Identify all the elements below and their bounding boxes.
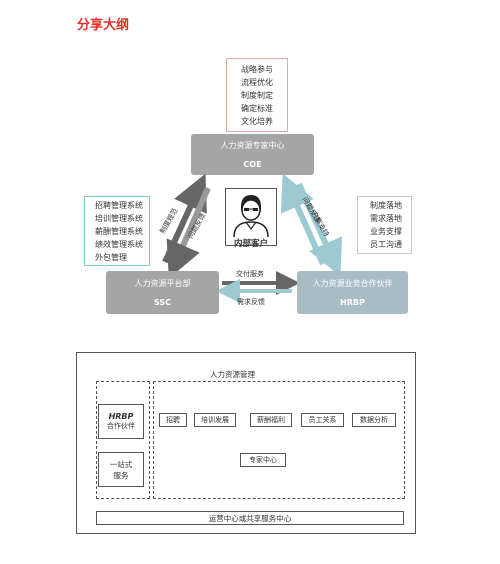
list-item: 薪酬管理系统 (95, 226, 143, 236)
coe-node: 人力资源专家中心 COE (191, 134, 314, 175)
hrbp-partner-text: 合作伙伴 (107, 422, 135, 430)
list-item: 制度制定 (241, 90, 273, 100)
one-stop-line-1: 一站式 (109, 459, 133, 469)
ssc-system-list: 招聘管理系统 培训管理系统 薪酬管理系统 绩效管理系统 外包管理 (84, 196, 150, 266)
left-inner-arrow (166, 186, 211, 279)
coe-abbr: COE (243, 160, 262, 169)
person-icon (233, 195, 269, 238)
list-item: 战略参与 (241, 64, 273, 74)
module-training: 培训发展 (194, 413, 236, 427)
right-dashed-group (153, 381, 405, 499)
bottom-top-label: 交付服务 (236, 270, 264, 278)
ssc-abbr: SSC (153, 298, 172, 307)
bottom-bottom-label: 需求反馈 (237, 298, 265, 306)
internal-customer-label: 内部客户 (233, 239, 268, 249)
hr-management-frame (76, 352, 416, 534)
page-title: 分享大纲 (77, 18, 130, 33)
expert-center-box: 专家中心 (240, 453, 286, 467)
hrbp-node: 人力资源业务合作伙伴 HRBP (297, 271, 408, 314)
list-item: 招聘管理系统 (95, 200, 143, 210)
hrbp-function-list: 制度落地 需求落地 业务支撑 员工沟通 (357, 196, 412, 254)
list-item: 员工沟通 (370, 240, 402, 249)
list-item: 业务支撑 (370, 227, 402, 236)
hr-management-title: 人力资源管理 (210, 370, 255, 379)
ssc-title: 人力资源平台部 (134, 279, 191, 288)
hrbp-title: 人力资源业务合作伙伴 (312, 279, 393, 288)
module-data-analysis: 数据分析 (352, 413, 396, 427)
list-item: 文化培养 (241, 116, 273, 126)
coe-function-list: 战略参与 流程优化 制度制定 确定标准 文化培养 (226, 58, 288, 132)
list-item: 需求落地 (370, 214, 402, 223)
list-item: 外包管理 (95, 252, 127, 262)
module-recruitment: 招聘 (159, 413, 187, 427)
left-dashed-group (96, 381, 150, 499)
list-item: 培训管理系统 (95, 213, 143, 223)
hrbp-abbr: HRBP (340, 298, 365, 307)
coe-title: 人力资源专家中心 (220, 141, 285, 150)
operations-center-bar: 运营中心或共享服务中心 (96, 511, 404, 525)
list-item: 流程优化 (241, 77, 273, 87)
module-compensation: 薪酬福利 (250, 413, 292, 427)
list-item: 绩效管理系统 (95, 239, 143, 249)
hrbp-partner-abbr: HRBP (108, 412, 134, 421)
list-item: 制度落地 (370, 201, 402, 210)
ssc-node: 人力资源平台部 SSC (106, 271, 219, 314)
internal-customer-card (225, 188, 277, 246)
module-employee-relations: 员工关系 (301, 413, 344, 427)
hrbp-partner-box: HRBP 合作伙伴 (98, 404, 144, 439)
list-item: 确定标准 (241, 103, 273, 113)
one-stop-line-2: 服务 (113, 470, 129, 480)
right-inner-arrow (280, 173, 326, 266)
one-stop-service-box: 一站式 服务 (98, 452, 144, 487)
